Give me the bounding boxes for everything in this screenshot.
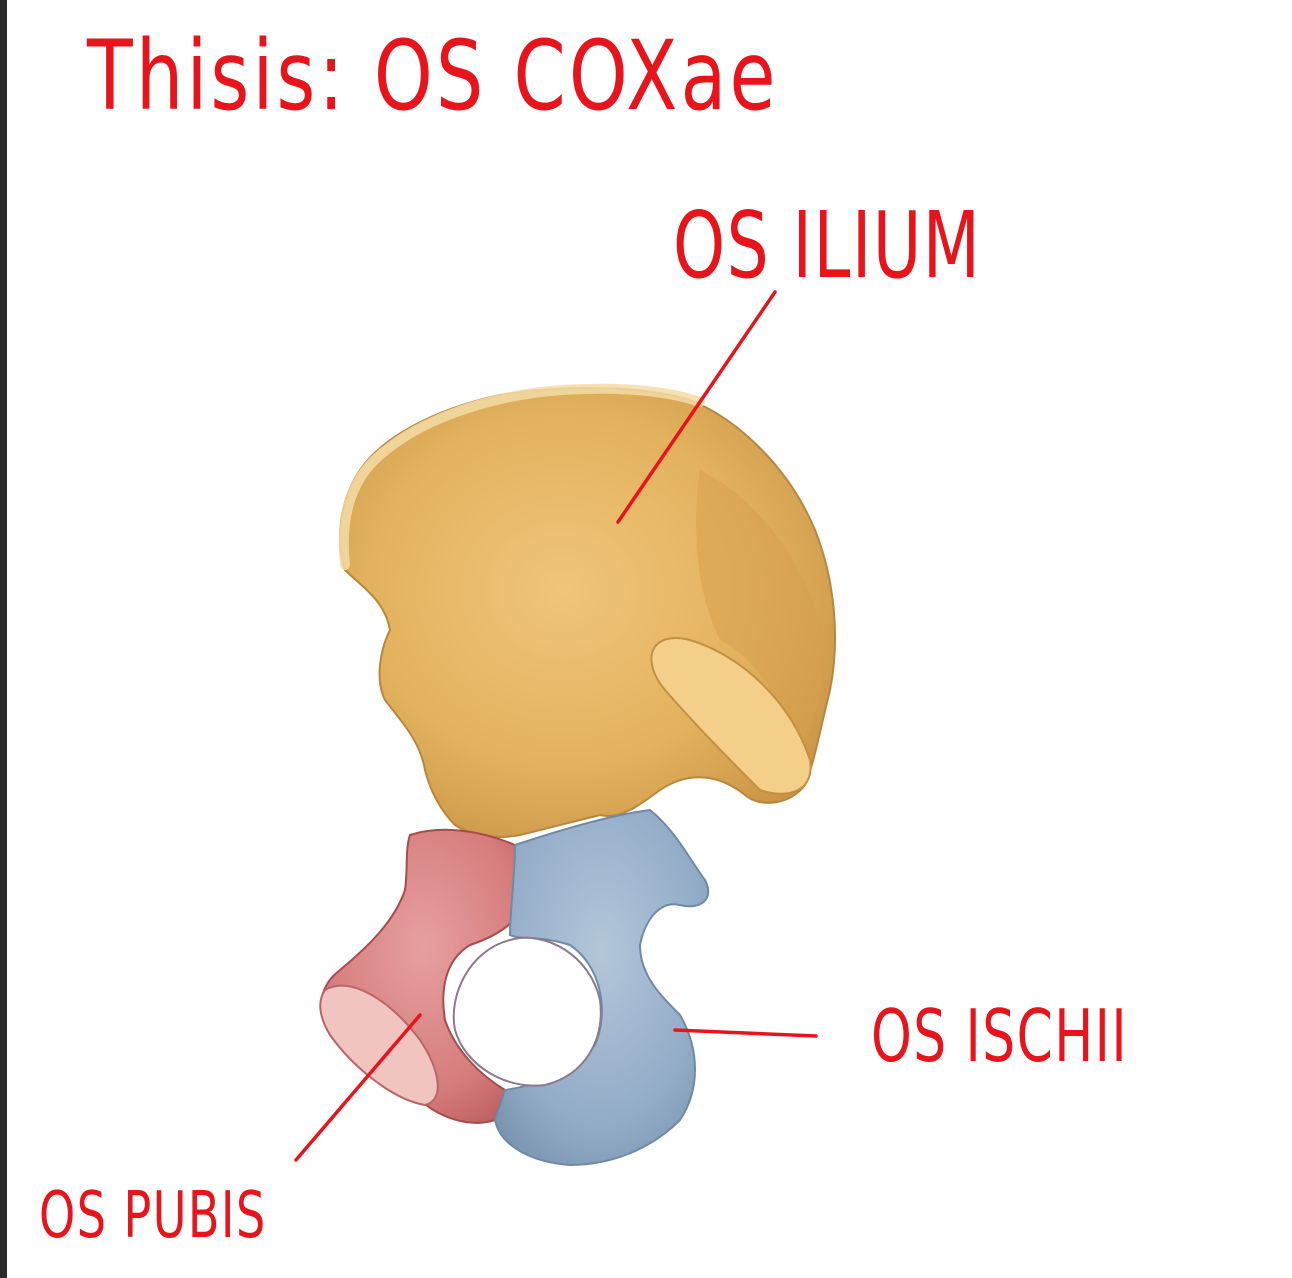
pubis-leader-line	[294, 1013, 422, 1162]
ischium-bone	[493, 808, 710, 1167]
ischii-leader-line	[673, 1028, 818, 1038]
auricular-surface	[696, 470, 824, 760]
iliac-crest	[338, 383, 705, 570]
ilium-leader-line	[616, 290, 777, 524]
page-title: Thisis: OS COXae	[87, 20, 779, 132]
label-os-pubis: OS PUBIS	[39, 1179, 267, 1253]
pubic-symphysis	[319, 984, 439, 1107]
ilium-spine	[650, 637, 812, 795]
obturator-foramen	[452, 936, 602, 1087]
window-edge-bar	[0, 0, 7, 1278]
drawing-canvas: Thisis: OS COXae OS ILIUM OS ISCHII OS P…	[7, 0, 1292, 1278]
label-os-ischii: OS ISCHII	[871, 994, 1129, 1078]
label-os-ilium: OS ILIUM	[673, 192, 982, 299]
hip-bone-illustration	[294, 290, 836, 1167]
